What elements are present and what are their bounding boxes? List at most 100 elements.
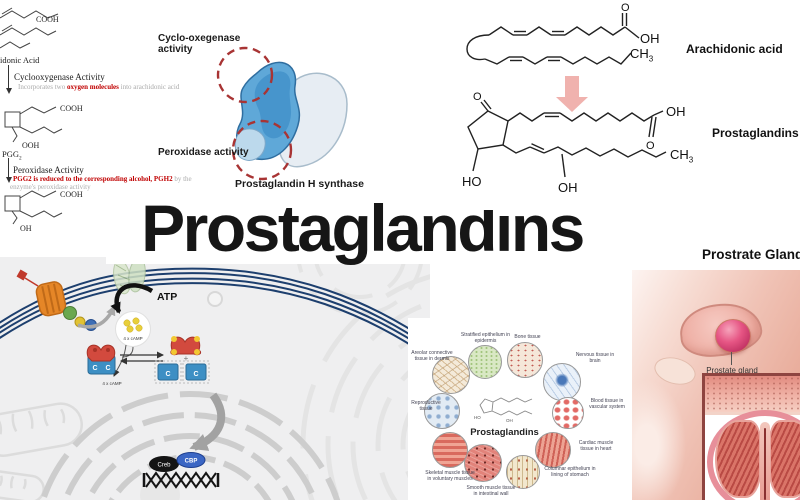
chemistry-panel: O OH CH3 Arachidonic acid O OH O CH3 <box>420 0 800 210</box>
creb-label: Creb <box>157 463 171 469</box>
ligand <box>16 269 39 287</box>
prostate-right-lobe <box>769 420 800 498</box>
body-contour-highlight <box>632 380 686 500</box>
synthase-light-lobe <box>234 128 266 161</box>
arachidonic-acid-name: idonic Acid <box>0 55 40 65</box>
ooh-label: OOH <box>22 141 40 150</box>
tissue-circle-cardiac-muscle <box>535 432 571 468</box>
camp-released-label: 4 x cAMP <box>102 381 121 386</box>
oh-bottom-label: OH <box>20 224 32 233</box>
camp-bubble: 4 x cAMP <box>115 311 151 347</box>
arachidonic-acid-structure <box>466 13 640 65</box>
tissue-label-smooth: Smooth muscle tissue in intestinal wall <box>466 485 516 498</box>
cell-signaling-svg: ATP 4 x cAMP 4 x cAMP C C <box>0 257 430 500</box>
tissue-label-cardiac: Cardiac muscle tissue in heart <box>578 440 614 453</box>
pathway-panel: COOH idonic Acid Cyclooxygenase Activity… <box>0 0 230 240</box>
prostate-cross-section-inset <box>702 373 800 500</box>
arachidonic-structure-sketch <box>0 7 59 49</box>
camp-count-label: 4 x cAMP <box>123 336 142 341</box>
cooh-bottom-label: COOH <box>60 190 83 199</box>
tissue-circle-stratified-epithelium <box>468 345 502 379</box>
ara-o-label: O <box>621 2 630 14</box>
tissue-label-reproductive: Reproductive tissue <box>411 400 441 413</box>
pg-o-ring-label: O <box>473 91 482 103</box>
pg-oh-chain-label: OH <box>558 180 578 195</box>
cox-desc-oxygen-molecules: oxygen molecules <box>66 83 119 91</box>
perox-desc-line2: enzyme's peroxidase activity <box>10 183 91 191</box>
nuclear-envelope-arcs <box>39 391 341 500</box>
pink-arrow-shaft <box>565 76 579 97</box>
inset-tissue-band <box>705 376 800 415</box>
atp-to-camp-arrow <box>110 283 154 314</box>
tissue-label-skeletal: Skeletal muscle tissue in voluntary musc… <box>425 470 475 483</box>
pg-ho-label: HO <box>462 174 482 189</box>
cbp-label: CBP <box>185 459 198 465</box>
tissue-circle-blood <box>552 397 584 429</box>
released-r-dimer <box>170 336 202 356</box>
atp-label: ATP <box>157 291 177 303</box>
pka-holoenzyme: C C <box>86 344 116 375</box>
tissue-circle-columnar-epithelium <box>506 455 540 489</box>
cooh-mid-label: COOH <box>60 104 83 113</box>
tissue-label-stratified: Stratified epithelium in epidermis <box>460 332 511 345</box>
dna-helix <box>142 471 220 489</box>
perox-desc-em: PGG2 is reduced to the corresponding alc… <box>13 175 173 183</box>
tissue-label-blood: Blood tissue in vascular system <box>589 398 625 411</box>
pgg2-structure-sketch <box>4 106 63 143</box>
pgh2-structure-sketch <box>4 190 63 225</box>
tissue-label-bone: Bone tissue <box>514 334 541 340</box>
vesicle <box>207 291 223 307</box>
tissue-label-nervous: Nervous tissue in brain <box>575 352 615 365</box>
tissue-center-title: Prostaglandins <box>470 427 539 438</box>
perox-desc-tail: by the <box>172 175 192 183</box>
peroxidase-activity-title: Peroxidase Activity <box>13 165 84 175</box>
prostaglandin-h-synthase-blob <box>216 46 348 181</box>
cox-site-dashed-circle <box>216 46 274 104</box>
gpcr-receptor <box>35 281 67 317</box>
pka-c-subunit-2: C <box>105 365 110 372</box>
prostate-anatomy-illustration: Prostate gland <box>632 270 800 500</box>
pg-o-acid-label: O <box>646 140 655 152</box>
cox-desc-post: into arachidonic acid <box>118 83 180 91</box>
cox-activity-label: Cyclo-oxegenase activity <box>158 33 241 55</box>
cooh-top-label: COOH <box>36 15 59 24</box>
tissue-label-columnar: Columnar epithelium in lining of stomach <box>544 466 596 479</box>
pg-oh-acid-label: OH <box>666 104 686 119</box>
to-nucleus-arrow <box>189 392 226 451</box>
prostate-gland-label: Prostate gland <box>706 366 758 375</box>
tissue-circle-areolar-connective <box>432 356 470 394</box>
tissue-circle-reproductive <box>424 393 460 429</box>
synthase-name-label: Prostaglandin H synthase <box>235 178 364 190</box>
pathway-down-arrow-icon-2 <box>5 158 12 183</box>
prostate-left-lobe <box>715 420 761 498</box>
tissue-circle-nervous <box>543 363 581 401</box>
pink-arrow-head <box>556 97 588 112</box>
free-c-2: C <box>193 371 198 378</box>
free-c-subunits: C C <box>154 360 210 384</box>
tissue-circle-smooth-muscle <box>464 444 502 482</box>
tissue-label-areolar: Areolar connective tissue in dermis <box>411 350 453 363</box>
cox-desc-pre: Incorporates two <box>18 83 67 91</box>
peroxidase-activity-label: Peroxidase activity <box>158 147 249 158</box>
pgg2-label: PGG2 <box>2 149 22 162</box>
cell-signaling-panel: ATP 4 x cAMP 4 x cAMP C C <box>0 257 430 500</box>
prostaglandin-structure <box>467 99 667 178</box>
tissue-center-ho-label: HO <box>474 415 481 420</box>
arachidonic-acid-label: Arachidonic acid <box>686 42 783 56</box>
plus-sign: + <box>184 354 189 363</box>
peroxidase-activity-desc: PGG2 is reduced to the corresponding alc… <box>13 175 192 183</box>
tissue-center-oh-label: OH <box>506 418 513 423</box>
prostate-panel-title: Prostrate Gland <box>702 247 800 262</box>
pka-c-subunit-1: C <box>92 365 97 372</box>
urethra-slot <box>764 428 766 500</box>
pathway-down-arrow-icon-1 <box>5 65 12 94</box>
synthase-panel: Cyclo-oxegenase activity Peroxidase acti… <box>150 20 370 210</box>
pg-ch3-label: CH3 <box>670 147 694 165</box>
prostate-panel: Prostrate Gland Prostate gland <box>632 243 800 500</box>
tissue-center-structure <box>479 397 533 416</box>
peroxidase-site-dashed-circle <box>231 119 293 181</box>
tissue-circle-bone <box>507 342 543 378</box>
prostate-capsule <box>707 410 800 500</box>
prostate-gland-shape <box>715 319 751 353</box>
